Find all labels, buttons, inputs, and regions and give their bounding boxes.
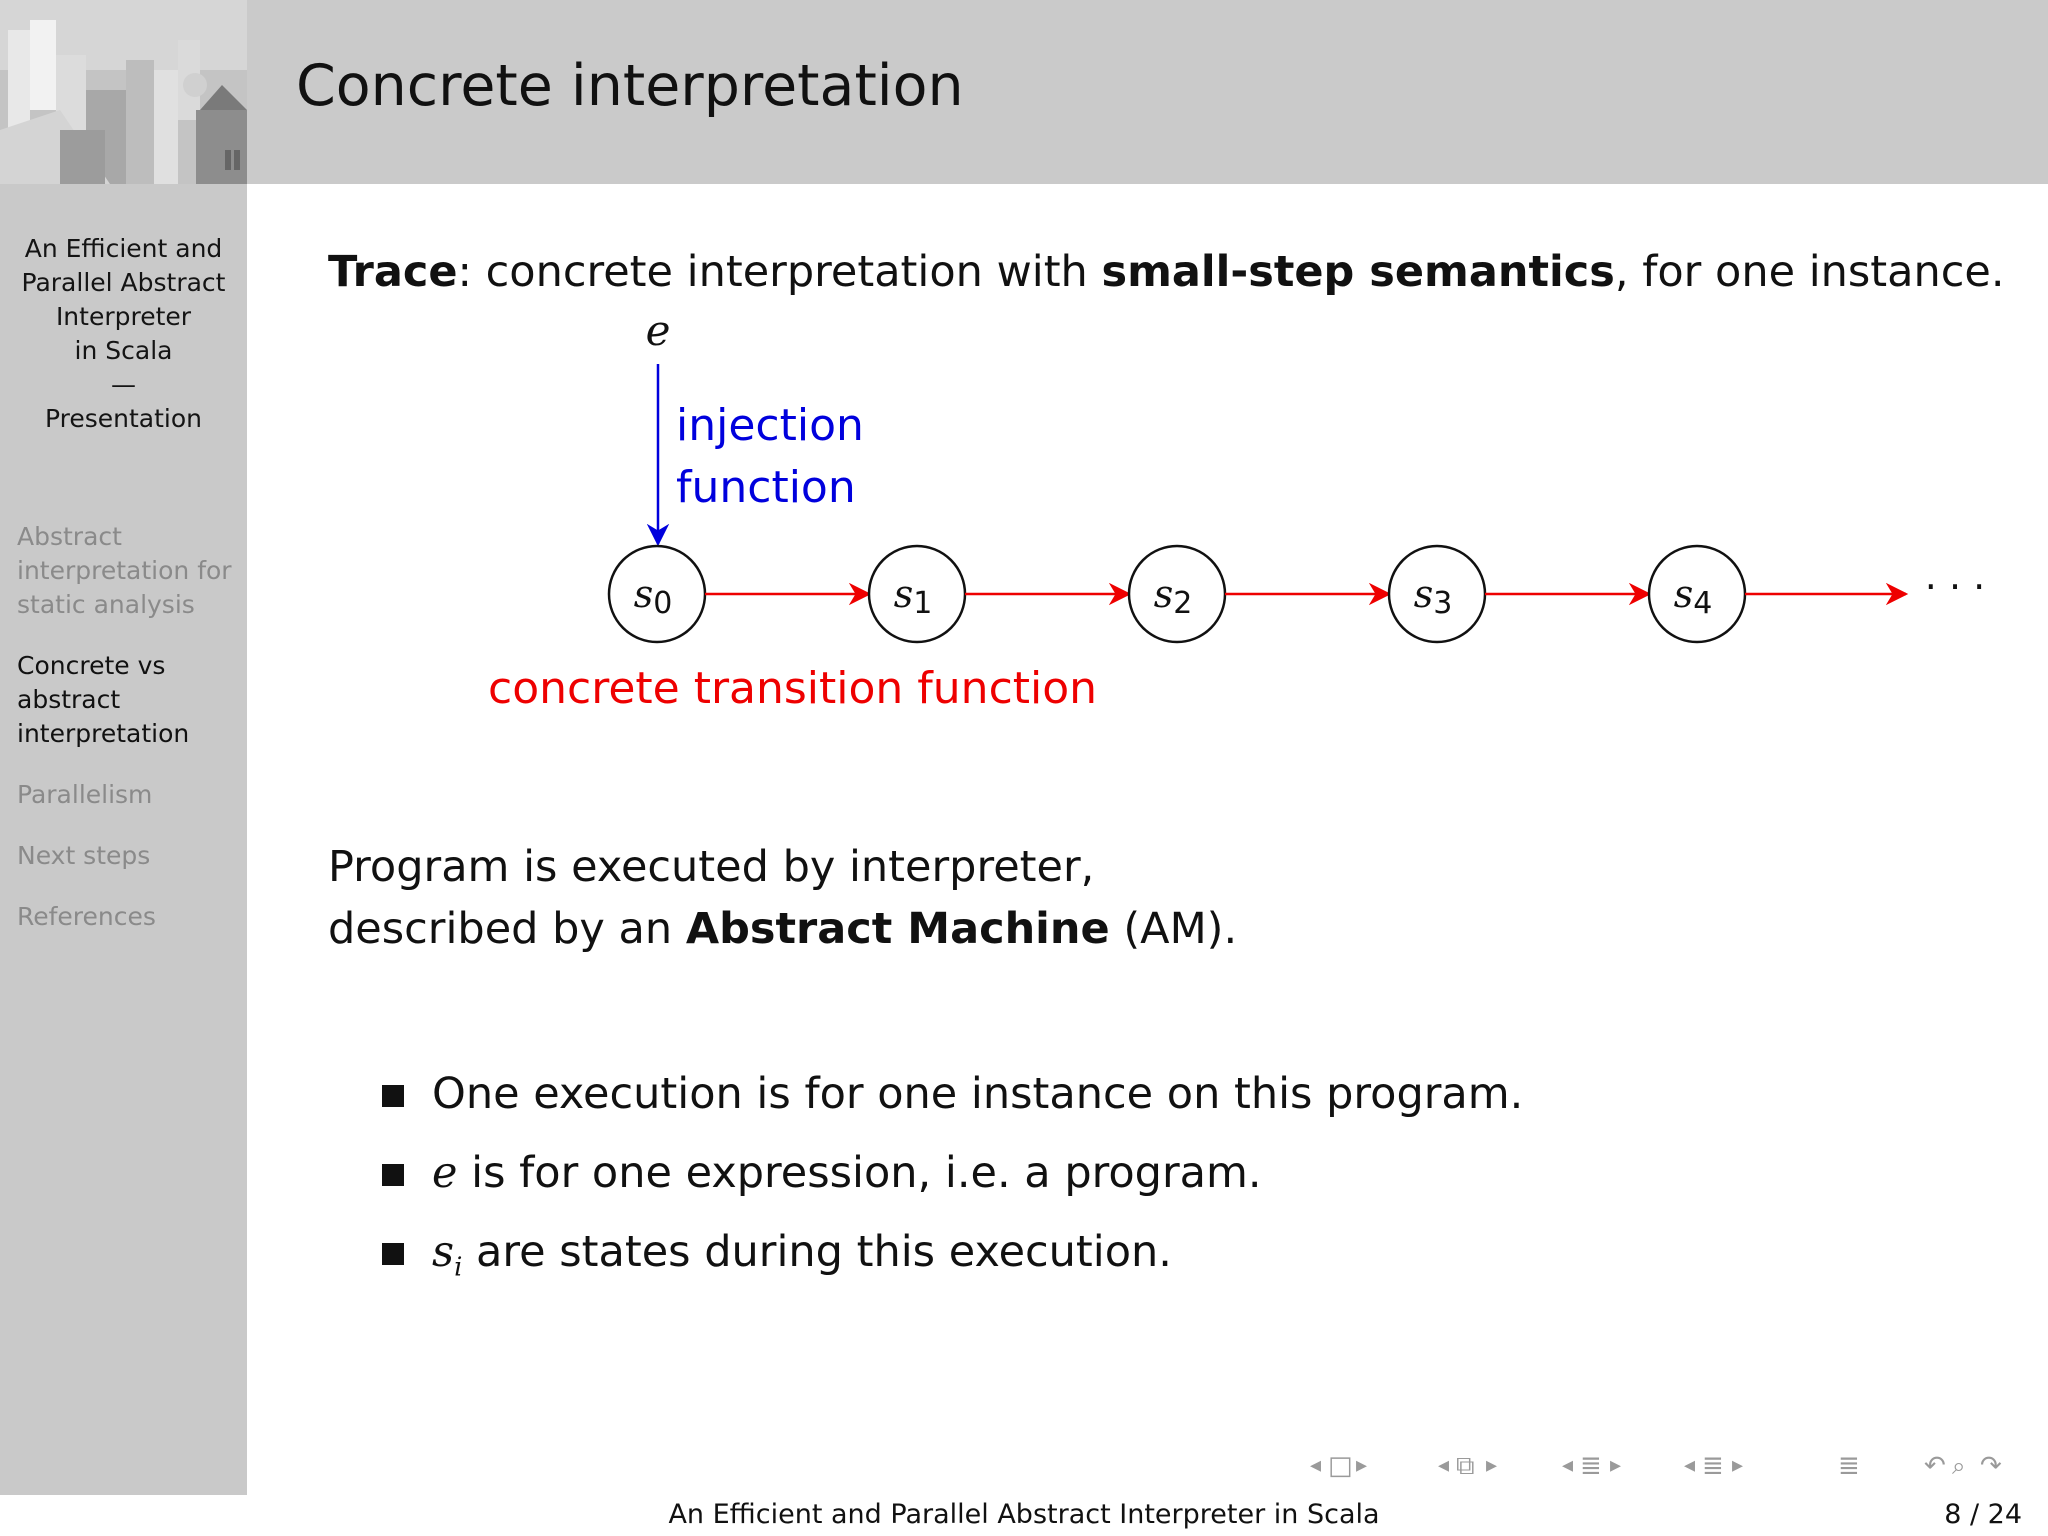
- bullet-square-icon: [382, 1085, 404, 1107]
- nav-prev-section-icon[interactable]: ◂: [1562, 1453, 1574, 1478]
- injection-label-line2: function: [676, 462, 856, 513]
- nav-part-icon[interactable]: ≣: [1702, 1451, 1724, 1481]
- nav-next-subsection-icon[interactable]: ▸: [1486, 1453, 1498, 1478]
- program-paragraph: Program is executed by interpreter, desc…: [328, 836, 1237, 960]
- list-item: e is for one expression, i.e. a program.: [380, 1134, 1523, 1213]
- nav-next-section-icon[interactable]: ▸: [1610, 1453, 1622, 1478]
- nav-next-part-icon[interactable]: ▸: [1732, 1453, 1744, 1478]
- list-item: One execution is for one instance on thi…: [380, 1055, 1523, 1134]
- nav-next-frame-icon[interactable]: ▸: [1356, 1453, 1368, 1478]
- footer-page-number: 8 / 24: [1944, 1499, 2022, 1530]
- nav-outline-icon[interactable]: ≣: [1838, 1451, 1860, 1481]
- toc-item-label: References: [17, 902, 156, 931]
- program-line2-pre: described by an: [328, 904, 686, 954]
- bullet-text: are states during this execution.: [462, 1227, 1172, 1277]
- bullet-square-icon: [382, 1164, 404, 1186]
- toc-item-references[interactable]: References: [17, 900, 242, 934]
- bullet-math: e: [432, 1148, 458, 1198]
- bullet-math: s: [432, 1227, 455, 1277]
- nav-prev-frame-icon[interactable]: ◂: [1310, 1453, 1322, 1478]
- trace-sentence: Trace: concrete interpretation with smal…: [328, 241, 2005, 303]
- program-line2: described by an Abstract Machine (AM).: [328, 898, 1237, 960]
- toc-item-label: interpretation for: [17, 556, 232, 585]
- sidebar-title-line: in Scala: [74, 336, 173, 365]
- injection-label-line1: injection: [676, 400, 864, 451]
- logo-picture: [0, 0, 247, 184]
- trace-text: : concrete interpretation with: [457, 247, 1102, 297]
- table-of-contents: Abstract interpretation for static analy…: [17, 520, 242, 961]
- toc-item-concrete-vs-abstract[interactable]: Concrete vs abstract interpretation: [17, 649, 242, 751]
- nav-prev-part-icon[interactable]: ◂: [1684, 1453, 1696, 1478]
- program-line1: Program is executed by interpreter,: [328, 842, 1095, 892]
- state-label-s3: s3: [1414, 572, 1453, 621]
- toc-item-parallelism[interactable]: Parallelism: [17, 778, 242, 812]
- toc-item-label: Next steps: [17, 841, 151, 870]
- nav-section-icon[interactable]: ≣: [1580, 1451, 1602, 1481]
- toc-item-label: static analysis: [17, 590, 195, 619]
- nav-back-icon[interactable]: ↶: [1924, 1451, 1946, 1481]
- nav-forward-icon[interactable]: ↷: [1980, 1451, 2002, 1481]
- states-group: s0 s1 s2 s3 s4: [607, 544, 1909, 644]
- footer-title: An Efficient and Parallel Abstract Inter…: [668, 1499, 1380, 1530]
- toc-item-abstract-interpretation[interactable]: Abstract interpretation for static analy…: [17, 520, 242, 622]
- page-title: Concrete interpretation: [296, 53, 964, 119]
- toc-item-label: abstract: [17, 685, 121, 714]
- state-label-s4: s4: [1674, 572, 1713, 621]
- program-line2-bold: Abstract Machine: [685, 904, 1110, 954]
- trace-bold: small-step semantics: [1101, 247, 1615, 297]
- bullet-text: is for one expression, i.e. a program.: [457, 1148, 1262, 1198]
- transition-label: concrete transition function: [488, 663, 1097, 714]
- nav-frame-icon[interactable]: □: [1328, 1451, 1353, 1481]
- sidebar: An Efficient and Parallel Abstract Inter…: [0, 0, 247, 1495]
- state-label-s1: s1: [894, 572, 933, 621]
- nav-search-icon[interactable]: ⌕: [1952, 1452, 1966, 1480]
- program-line2-post: (AM).: [1109, 904, 1238, 954]
- trace-diagram: e injection function s0 s1 s2 s3 s4 · · · co…: [488, 306, 1985, 714]
- trace-text-end: , for one instance.: [1614, 247, 2005, 297]
- state-label-s0: s0: [634, 572, 673, 621]
- sidebar-title-line: Presentation: [44, 404, 202, 433]
- state-label-s2: s2: [1154, 572, 1193, 621]
- toc-item-label: interpretation: [17, 719, 190, 748]
- sidebar-title-line: Parallel Abstract: [21, 268, 226, 297]
- logo-image: [0, 0, 247, 184]
- toc-item-label: Parallelism: [17, 780, 153, 809]
- trace-label: Trace: [328, 247, 458, 297]
- nav-prev-subsection-icon[interactable]: ◂: [1438, 1453, 1450, 1478]
- bullet-list: One execution is for one instance on thi…: [380, 1055, 1523, 1308]
- toc-item-label: Abstract: [17, 522, 122, 551]
- list-item: si are states during this execution.: [380, 1213, 1523, 1308]
- sidebar-title-line: Interpreter: [55, 302, 192, 331]
- expression-e: e: [646, 306, 671, 355]
- toc-item-label: Concrete vs: [17, 651, 166, 680]
- slide-header: [247, 0, 2048, 184]
- toc-item-next-steps[interactable]: Next steps: [17, 839, 242, 873]
- ellipsis: · · ·: [1925, 565, 1985, 609]
- nav-subsection-icon[interactable]: ⧉: [1456, 1451, 1475, 1481]
- bullet-text: One execution is for one instance on thi…: [432, 1069, 1524, 1119]
- bullet-math-subscript: i: [454, 1252, 463, 1283]
- presentation-title: An Efficient and Parallel Abstract Inter…: [0, 232, 247, 436]
- sidebar-title-line: —: [111, 370, 136, 399]
- bullet-square-icon: [382, 1243, 404, 1265]
- sidebar-title-line: An Efficient and: [24, 234, 223, 263]
